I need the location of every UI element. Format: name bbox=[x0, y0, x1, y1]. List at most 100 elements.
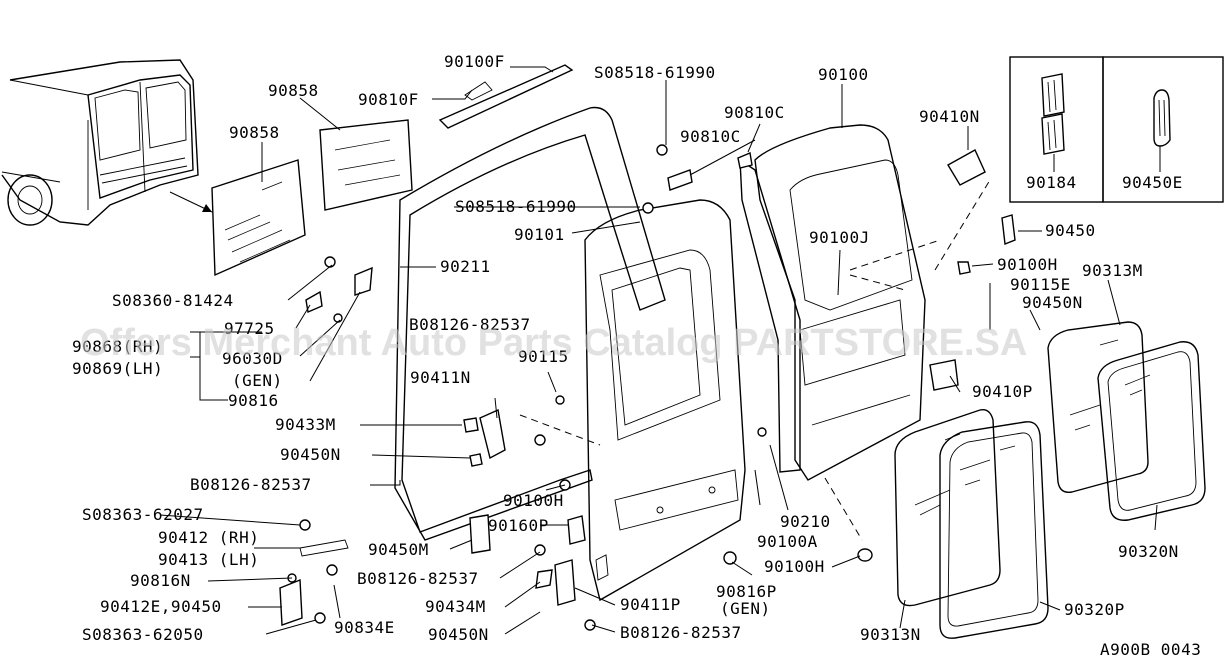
part-90101-door-inner bbox=[584, 199, 746, 602]
part-90810C-clip bbox=[737, 152, 753, 169]
lead-dash bbox=[824, 477, 863, 541]
label-08363-62027: S08363-62027 bbox=[82, 505, 204, 524]
label-90210: 90210 bbox=[780, 512, 831, 531]
part-90411P-hinge bbox=[554, 559, 576, 606]
inset-box-90450E bbox=[1102, 56, 1224, 203]
label-90450N-b: 90450N bbox=[280, 445, 341, 464]
label-90816P: 90816P bbox=[716, 582, 777, 601]
label-90413-lh: 90413 (LH) bbox=[158, 550, 259, 569]
label-90100H-a: 90100H bbox=[997, 255, 1058, 274]
label-90320N: 90320N bbox=[1118, 542, 1179, 561]
part-90858-lower-trim bbox=[211, 159, 306, 277]
lead-dash bbox=[934, 179, 991, 271]
label-gen-2: (GEN) bbox=[720, 599, 771, 618]
label-90313N: 90313N bbox=[860, 625, 921, 644]
label-08126-82537-d: B08126-82537 bbox=[620, 623, 742, 642]
label-90100H-c: 90100H bbox=[764, 557, 825, 576]
label-90100A: 90100A bbox=[757, 532, 818, 551]
label-90810F: 90810F bbox=[358, 90, 419, 109]
label-08126-82537-c: B08126-82537 bbox=[357, 569, 479, 588]
label-90450E: 90450E bbox=[1122, 173, 1183, 192]
label-08518-61990-mid: S08518-61990 bbox=[455, 197, 577, 216]
leader-lines bbox=[159, 66, 1158, 635]
label-90115E: 90115E bbox=[1010, 275, 1071, 294]
part-90410N-hinge bbox=[947, 149, 986, 186]
label-08126-82537-b: B08126-82537 bbox=[190, 475, 312, 494]
part-labels: 90100F S08518-61990 90100 90858 90810F 9… bbox=[72, 52, 1201, 659]
part-90100H-bumper bbox=[857, 548, 873, 562]
label-90450N-a: 90450N bbox=[1022, 293, 1083, 312]
label-90869-lh: 90869(LH) bbox=[72, 359, 163, 378]
part-90100F-strip bbox=[438, 64, 574, 129]
label-90810C-b: 90810C bbox=[680, 127, 741, 146]
label-08360-81424: S08360-81424 bbox=[112, 291, 234, 310]
label-90810C-a: 90810C bbox=[724, 103, 785, 122]
label-90411P: 90411P bbox=[620, 595, 681, 614]
label-90868-rh: 90868(RH) bbox=[72, 337, 163, 356]
part-90834E-bolt bbox=[326, 564, 338, 576]
part-90411N-hinge bbox=[479, 408, 506, 460]
part-97725-clip bbox=[305, 290, 323, 313]
part-90450E-icon bbox=[1153, 89, 1171, 172]
part-90450M-bumper bbox=[469, 514, 491, 554]
clip-icon bbox=[555, 395, 565, 405]
part-90320N-glass bbox=[1097, 341, 1206, 521]
label-90450N-c: 90450N bbox=[428, 625, 489, 644]
label-gen-1: (GEN) bbox=[232, 371, 283, 390]
label-90412-rh: 90412 (RH) bbox=[158, 528, 259, 547]
bolt-icon bbox=[584, 619, 596, 631]
label-90434M: 90434M bbox=[425, 597, 486, 616]
label-08363-62050: S08363-62050 bbox=[82, 625, 204, 644]
label-90100F: 90100F bbox=[444, 52, 505, 71]
bolt-icon bbox=[314, 612, 326, 624]
part-96030D-bracket bbox=[354, 266, 373, 296]
label-90412E-90450: 90412E,90450 bbox=[100, 597, 222, 616]
part-90100H-bumper bbox=[957, 261, 971, 275]
part-90816P-grommet bbox=[723, 551, 737, 565]
screw-icon bbox=[656, 144, 668, 156]
label-90411N: 90411N bbox=[410, 368, 471, 387]
van-illustration bbox=[1, 59, 199, 226]
diagram-code: A900B 0043 bbox=[1100, 640, 1201, 659]
part-90858-upper-trim bbox=[319, 119, 413, 211]
screw-icon bbox=[642, 202, 654, 214]
label-90160P: 90160P bbox=[488, 516, 549, 535]
label-90834E: 90834E bbox=[334, 618, 395, 637]
lead-dash bbox=[849, 239, 941, 271]
part-90810C-clip bbox=[667, 169, 693, 191]
label-90101: 90101 bbox=[514, 225, 565, 244]
label-90115: 90115 bbox=[518, 347, 569, 366]
part-90450-clip bbox=[1001, 214, 1016, 245]
lead-dash bbox=[849, 274, 906, 291]
part-90211-weatherstrip bbox=[394, 106, 666, 541]
part-90412E-check bbox=[279, 578, 303, 626]
arrow-head-icon bbox=[202, 204, 212, 212]
label-96030D: 96030D bbox=[222, 349, 283, 368]
part-90868-clip bbox=[333, 313, 343, 323]
part-90433M-pad bbox=[463, 417, 479, 433]
part-90450N-bumper bbox=[469, 453, 483, 467]
label-90450M: 90450M bbox=[368, 540, 429, 559]
label-90450: 90450 bbox=[1045, 221, 1096, 240]
label-08126-82537-a: B08126-82537 bbox=[409, 315, 531, 334]
bolt-icon bbox=[534, 434, 546, 446]
label-90184: 90184 bbox=[1026, 173, 1077, 192]
part-90184-icon bbox=[1041, 73, 1065, 172]
lead-dash bbox=[519, 414, 601, 446]
part-90410P-hinge bbox=[929, 359, 959, 391]
part-90810F-clip bbox=[464, 81, 493, 101]
label-90858-lower: 90858 bbox=[229, 123, 280, 142]
label-90313M: 90313M bbox=[1082, 261, 1143, 280]
bolt-icon bbox=[534, 544, 546, 556]
clip-icon bbox=[757, 427, 767, 437]
label-90816N: 90816N bbox=[130, 571, 191, 590]
label-90410P: 90410P bbox=[972, 382, 1033, 401]
label-97725: 97725 bbox=[224, 319, 275, 338]
label-90816: 90816 bbox=[228, 391, 279, 410]
part-90313M-glass bbox=[1047, 321, 1149, 493]
bolt-icon bbox=[324, 256, 336, 268]
part-90434M-pad bbox=[535, 569, 553, 589]
label-90320P: 90320P bbox=[1064, 600, 1125, 619]
label-90100: 90100 bbox=[818, 65, 869, 84]
